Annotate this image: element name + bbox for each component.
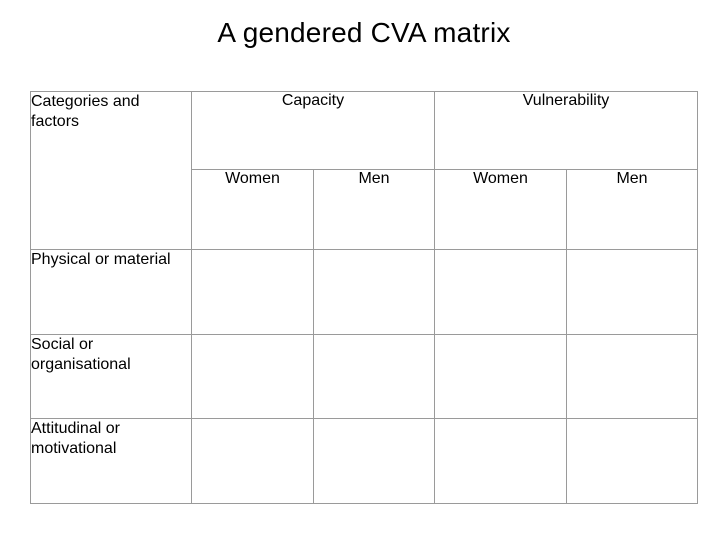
header-cell-vulnerability-men: Men — [566, 169, 698, 250]
row-label-social-or-organisational: Social or organisational — [30, 334, 192, 419]
cell-social-vulnerability-men[interactable] — [566, 334, 698, 419]
cell-physical-capacity-men[interactable] — [313, 249, 435, 335]
table-row: Physical or material — [30, 249, 698, 335]
row-label-attitudinal-or-motivational: Attitudinal or motivational — [30, 418, 192, 504]
header-cell-categories-and-factors: Categories and factors — [30, 91, 192, 250]
cell-social-capacity-women[interactable] — [191, 334, 314, 419]
header-cell-capacity-women: Women — [191, 169, 314, 250]
cell-attitudinal-vulnerability-men[interactable] — [566, 418, 698, 504]
cell-physical-capacity-women[interactable] — [191, 249, 314, 335]
table-row: Attitudinal or motivational — [30, 418, 698, 504]
page-title: A gendered CVA matrix — [217, 17, 511, 48]
header-cell-capacity: Capacity — [191, 91, 435, 170]
table-header-row-groups: Categories and factors Capacity Vulnerab… — [30, 91, 698, 250]
header-cell-vulnerability-women: Women — [434, 169, 567, 250]
header-cell-vulnerability: Vulnerability — [434, 91, 698, 170]
cell-attitudinal-capacity-men[interactable] — [313, 418, 435, 504]
table-row: Social or organisational — [30, 334, 698, 419]
cell-attitudinal-capacity-women[interactable] — [191, 418, 314, 504]
cell-physical-vulnerability-women[interactable] — [434, 249, 567, 335]
cell-social-vulnerability-women[interactable] — [434, 334, 567, 419]
cell-physical-vulnerability-men[interactable] — [566, 249, 698, 335]
header-cell-capacity-men: Men — [313, 169, 435, 250]
table-header-row-subgroups: Women Men Women Men — [31, 169, 698, 250]
cell-attitudinal-vulnerability-women[interactable] — [434, 418, 567, 504]
cva-matrix-table: Categories and factors Capacity Vulnerab… — [30, 91, 698, 504]
cva-matrix-container: Categories and factors Capacity Vulnerab… — [30, 91, 698, 504]
cell-social-capacity-men[interactable] — [313, 334, 435, 419]
row-label-physical-or-material: Physical or material — [30, 249, 192, 335]
